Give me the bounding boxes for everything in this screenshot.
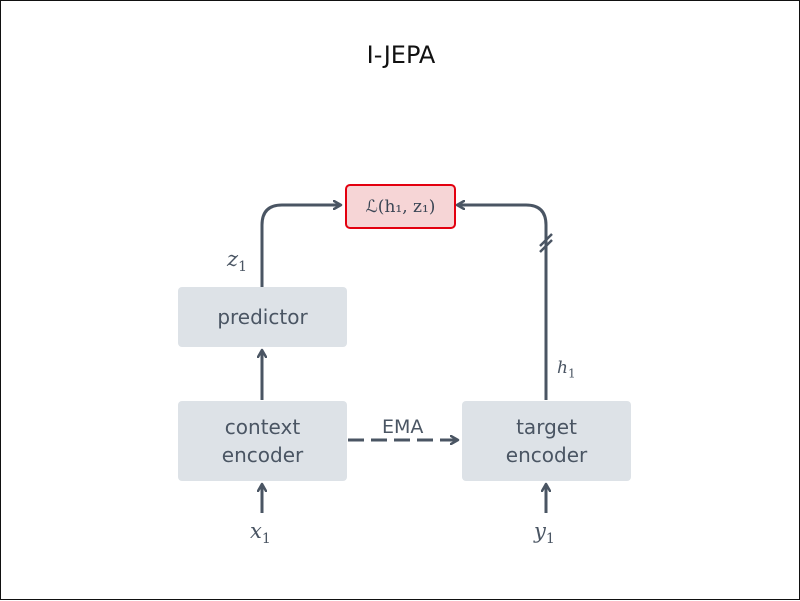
context-encoder-label-line2: encoder — [221, 443, 304, 467]
loss-node: ℒ(h₁, z₁) — [345, 184, 456, 229]
loss-label: ℒ(h₁, z₁) — [365, 196, 436, 217]
stop-gradient-mark — [539, 239, 553, 253]
predictor-node: predictor — [178, 287, 347, 347]
stop-gradient-mark — [539, 233, 553, 247]
x1-input-label: x1 — [250, 519, 271, 548]
z1-label: z1 — [227, 247, 247, 276]
h1-label: h1 — [557, 358, 576, 381]
context-encoder-node: context encoder — [178, 401, 347, 481]
arrow-target-to-loss — [457, 205, 548, 400]
diagram-title: I-JEPA — [366, 41, 436, 69]
y1-input-label: y1 — [534, 519, 555, 548]
target-encoder-label-line1: target — [516, 415, 577, 439]
target-encoder-node: target encoder — [462, 401, 631, 481]
ema-label: EMA — [382, 416, 424, 438]
target-encoder-label-line2: encoder — [505, 443, 588, 467]
predictor-label: predictor — [217, 305, 308, 329]
context-encoder-label-line1: context — [224, 415, 301, 439]
arrow-predictor-to-loss — [260, 205, 341, 287]
